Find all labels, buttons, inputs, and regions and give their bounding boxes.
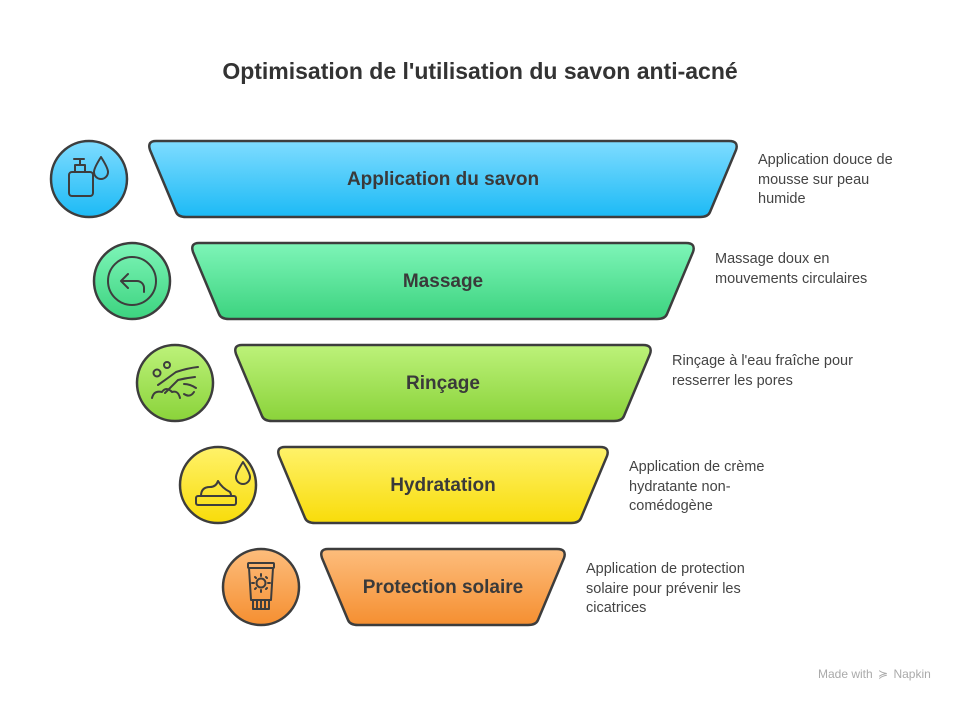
napkin-watermark[interactable]: Made with ≽ Napkin [818,667,931,681]
cream-jar-drop-icon [195,461,251,506]
sunscreen-tube-icon [247,562,275,610]
hand-washing-icon [151,361,199,399]
diagram-title: Optimisation de l'utilisation du savon a… [222,58,738,84]
step-description-3: Rinçage à l'eau fraîche pour resserrer l… [672,353,853,389]
step-label-3: Rinçage [406,373,480,394]
step-description-2: Massage doux en mouvements circulaires [715,251,868,287]
funnel-step-3 [234,343,652,423]
footer-brand: Napkin [893,667,931,681]
circular-arrow-icon [107,256,157,306]
funnel-step-4 [277,445,609,525]
step-label-4: Hydratation [390,475,496,496]
step-label-2: Massage [402,271,484,292]
funnel-step-1 [148,139,738,219]
footer-text: Made with [818,667,873,681]
napkin-logo-icon: ≽ [878,667,889,681]
funnel-step-2 [191,241,695,321]
funnel-step-5 [320,547,566,627]
step-label-5: Protection solaire [362,577,524,598]
step-description-5: Application de protection solaire pour p… [586,561,745,616]
step-label-1: Application du savon [346,169,540,190]
soap-dispenser-drop-icon [68,156,109,197]
step-description-4: Application de crème hydratante non-comé… [629,459,765,514]
step-description-1: Application douce de mousse sur peau hum… [758,152,893,207]
